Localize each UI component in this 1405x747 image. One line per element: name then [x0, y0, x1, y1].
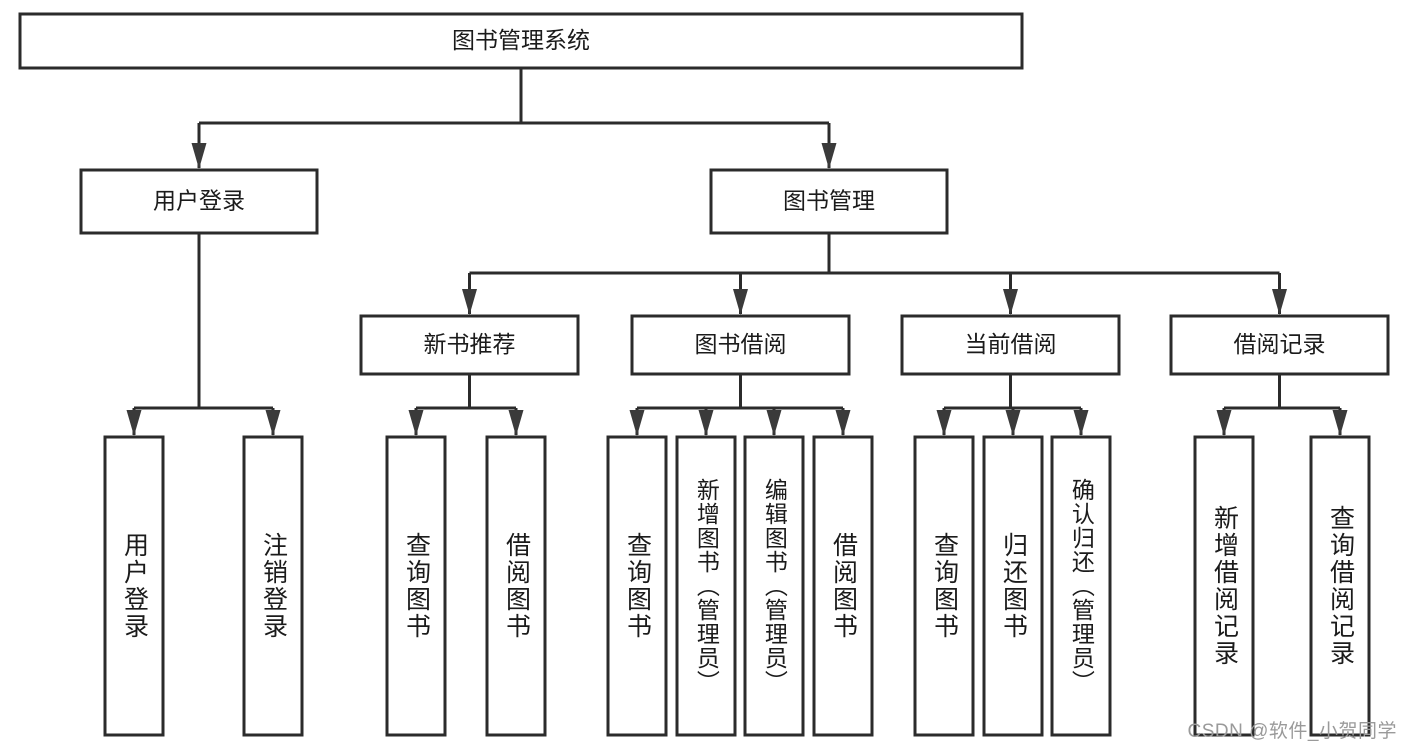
arrow-head-icon: [766, 410, 782, 436]
arrow-head-icon: [1332, 410, 1348, 436]
node-leaf-leaf-confirm-return[interactable]: [1050, 435, 1112, 737]
node-leaf-leaf-add-record[interactable]: [1193, 435, 1255, 737]
node-root-title[interactable]: [18, 12, 1024, 70]
node-root-title-label: 图书管理系统: [452, 27, 590, 53]
watermark-text: CSDN @软件_小贺同学: [1187, 721, 1397, 742]
arrow-head-icon: [1003, 289, 1018, 315]
node-leaf-leaf-logout[interactable]: [242, 435, 304, 737]
node-leaf-leaf-borrow-book-1[interactable]: [485, 435, 547, 737]
arrow-head-icon: [1272, 289, 1287, 315]
node-level2-label-book-manage: 图书管理: [783, 188, 875, 214]
node-leaf-leaf-query-book-1[interactable]: [385, 435, 447, 737]
arrow-head-icon: [629, 410, 645, 436]
arrow-head-icon: [265, 410, 281, 436]
node-level2-book-manage[interactable]: [709, 168, 949, 235]
node-level3-new-book-recommend[interactable]: [359, 314, 580, 376]
node-leaf-leaf-return-book[interactable]: [982, 435, 1044, 737]
arrow-head-icon: [821, 143, 837, 169]
node-level2-label-user-login: 用户登录: [153, 188, 245, 214]
node-level3-borrow-record[interactable]: [1169, 314, 1390, 376]
node-level3-current-borrow[interactable]: [900, 314, 1121, 376]
node-leaf-leaf-edit-book[interactable]: [743, 435, 805, 737]
arrow-head-icon: [698, 410, 714, 436]
arrow-head-icon: [508, 410, 524, 436]
arrow-head-icon: [408, 410, 424, 436]
arrow-head-icon: [126, 410, 142, 436]
node-leaf-leaf-query-record[interactable]: [1309, 435, 1371, 737]
arrow-head-icon: [835, 410, 851, 436]
arrow-head-icon: [1073, 410, 1089, 436]
node-level3-label-book-borrow: 图书借阅: [695, 331, 787, 357]
node-level2-user-login[interactable]: [79, 168, 319, 235]
node-leaf-leaf-add-book[interactable]: [675, 435, 737, 737]
connector-layer: [126, 68, 1348, 436]
arrow-head-icon: [1005, 410, 1021, 436]
arrow-head-icon: [191, 143, 207, 169]
node-level3-label-new-book-recommend: 新书推荐: [424, 331, 516, 357]
node-leaf-leaf-query-book-3[interactable]: [913, 435, 975, 737]
node-leaf-leaf-query-book-2[interactable]: [606, 435, 668, 737]
node-level3-label-current-borrow: 当前借阅: [965, 331, 1057, 357]
arrow-head-icon: [462, 289, 477, 315]
arrow-head-icon: [1216, 410, 1232, 436]
node-level3-label-borrow-record: 借阅记录: [1234, 331, 1326, 357]
node-leaf-leaf-user-login[interactable]: [103, 435, 165, 737]
arrow-head-icon: [936, 410, 952, 436]
node-leaf-leaf-borrow-book-2[interactable]: [812, 435, 874, 737]
arrow-head-icon: [733, 289, 748, 315]
node-level3-book-borrow[interactable]: [630, 314, 851, 376]
